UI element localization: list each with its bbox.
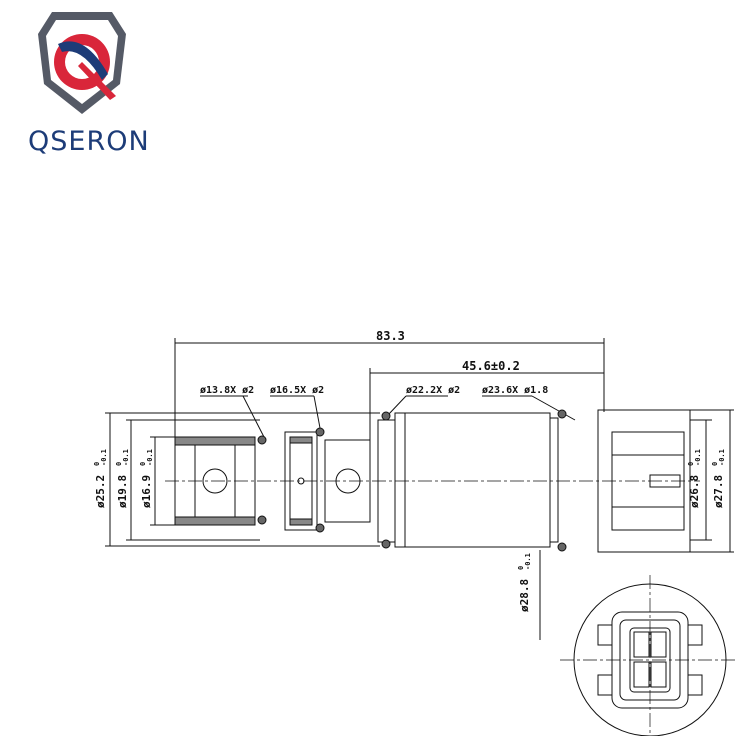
tolerance-lower-26-8: -0.1 xyxy=(694,449,702,466)
diameter-label-27-8: ø27.8 xyxy=(712,475,725,508)
tolerance-upper-16-9: 0 xyxy=(139,462,147,466)
oring-label-2: ø16.5X ø2 xyxy=(270,385,324,396)
oring-label-3: ø22.2X ø2 xyxy=(406,385,460,396)
brand-logo-icon xyxy=(38,12,126,114)
tolerance-lower-16-9: -0.1 xyxy=(146,449,154,466)
tolerance-lower-27-8: -0.1 xyxy=(718,449,726,466)
diameter-label-26-8: ø26.8 xyxy=(688,475,701,508)
main-body xyxy=(394,412,551,548)
diameter-label-16-9: ø16.9 xyxy=(140,475,153,508)
diameter-label-25-2: ø25.2 xyxy=(94,475,107,508)
oring-label-4: ø23.6X ø1.8 xyxy=(482,385,548,396)
tolerance-upper-28-8: 0 xyxy=(517,566,525,570)
tolerance-upper-25-2: 0 xyxy=(93,462,101,466)
connector-end-view xyxy=(560,575,736,736)
tolerance-upper-19-8: 0 xyxy=(115,462,123,466)
connector xyxy=(597,409,691,553)
tolerance-upper-26-8: 0 xyxy=(687,462,695,466)
body-length-label: 45.6±0.2 xyxy=(462,359,520,373)
tolerance-upper-27-8: 0 xyxy=(711,462,719,466)
tolerance-lower-28-8: -0.1 xyxy=(524,553,532,570)
overall-length-label: 83.3 xyxy=(376,329,405,343)
brand-name: QSERON xyxy=(28,126,150,157)
oring-label-1: ø13.8X ø2 xyxy=(200,385,254,396)
diameter-label-28-8: ø28.8 xyxy=(518,579,531,612)
diameter-label-19-8: ø19.8 xyxy=(116,475,129,508)
tolerance-lower-25-2: -0.1 xyxy=(100,449,108,466)
mid-section xyxy=(284,431,318,531)
tolerance-lower-19-8: -0.1 xyxy=(122,449,130,466)
